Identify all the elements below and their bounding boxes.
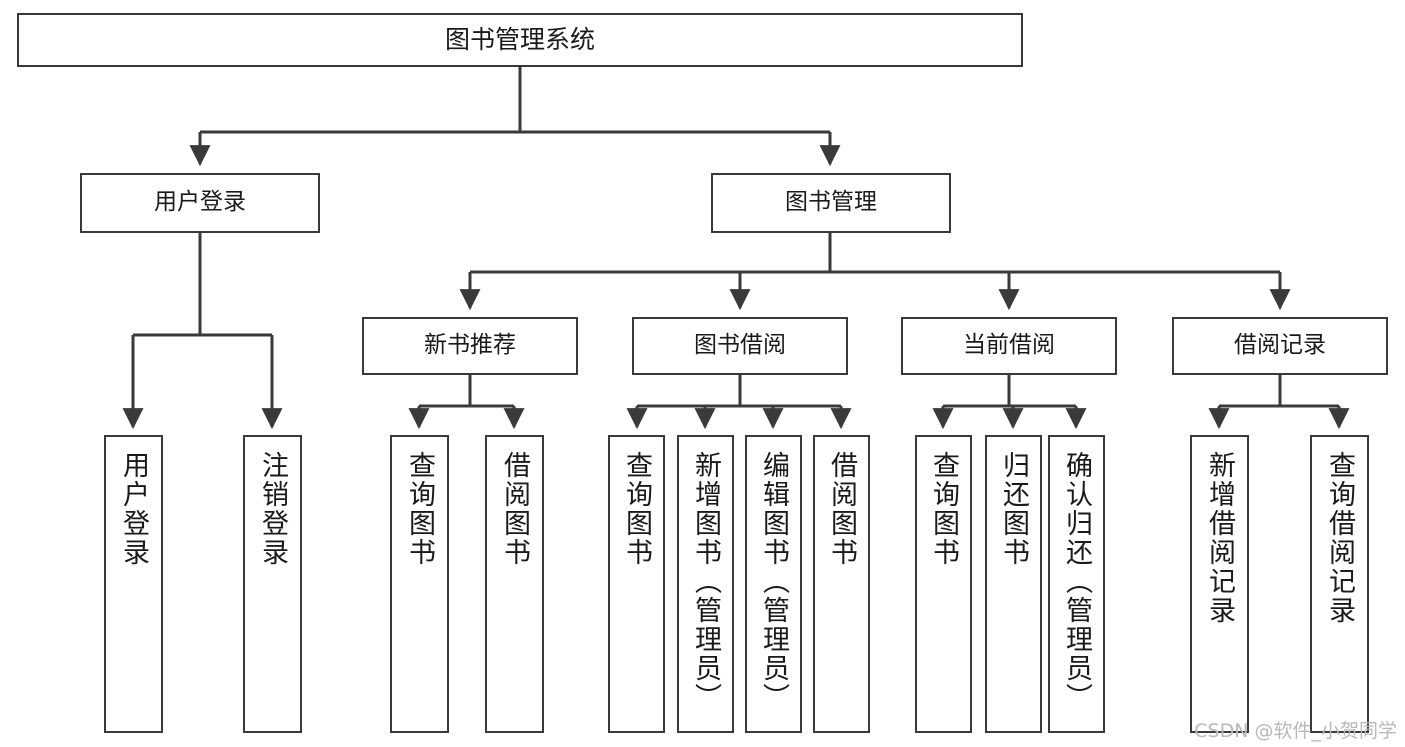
- node-leaf-borrow-book-bor-label: 借阅图书: [826, 451, 857, 567]
- node-leaf-add-record[interactable]: 新增借阅记录: [1190, 435, 1249, 733]
- node-root-label: 图书管理系统: [444, 25, 595, 55]
- node-leaf-confirm-return[interactable]: 确认归还（管理员）: [1048, 435, 1105, 733]
- node-leaf-query-book-bor-label: 查询图书: [621, 451, 652, 567]
- node-leaf-return-book[interactable]: 归还图书: [985, 435, 1042, 733]
- node-leaf-add-record-label: 新增借阅记录: [1204, 451, 1235, 625]
- node-leaf-user-login-label: 用户登录: [118, 451, 149, 567]
- node-leaf-logout-label: 注销登录: [257, 451, 288, 567]
- node-leaf-add-book[interactable]: 新增图书（管理员）: [677, 435, 734, 733]
- node-leaf-add-book-label: 新增图书（管理员）: [690, 451, 721, 712]
- node-leaf-user-login[interactable]: 用户登录: [104, 435, 163, 733]
- node-leaf-logout[interactable]: 注销登录: [243, 435, 302, 733]
- node-leaf-query-book-rec[interactable]: 查询图书: [390, 435, 449, 733]
- node-user-login-label: 用户登录: [154, 189, 246, 216]
- node-leaf-query-book-cur[interactable]: 查询图书: [915, 435, 972, 733]
- node-book-manage-label: 图书管理: [785, 189, 877, 216]
- watermark: CSDN @软件_小贺同学: [1194, 720, 1397, 742]
- node-leaf-query-book-bor[interactable]: 查询图书: [608, 435, 665, 733]
- node-leaf-edit-book-label: 编辑图书（管理员）: [758, 451, 789, 712]
- node-current-borrow-label: 当前借阅: [963, 332, 1055, 359]
- node-leaf-confirm-return-label: 确认归还（管理员）: [1061, 451, 1092, 712]
- node-leaf-query-record[interactable]: 查询借阅记录: [1310, 435, 1369, 733]
- node-book-borrow-label: 图书借阅: [694, 332, 786, 359]
- node-borrow-record[interactable]: 借阅记录: [1172, 317, 1388, 375]
- node-leaf-query-book-cur-label: 查询图书: [928, 451, 959, 567]
- node-leaf-edit-book[interactable]: 编辑图书（管理员）: [745, 435, 802, 733]
- node-leaf-borrow-book-bor[interactable]: 借阅图书: [813, 435, 870, 733]
- node-leaf-query-book-rec-label: 查询图书: [404, 451, 435, 567]
- node-root[interactable]: 图书管理系统: [17, 13, 1023, 67]
- node-borrow-record-label: 借阅记录: [1234, 332, 1326, 359]
- node-user-login[interactable]: 用户登录: [80, 173, 320, 233]
- node-new-book-recommend-label: 新书推荐: [424, 332, 516, 359]
- node-book-manage[interactable]: 图书管理: [711, 173, 951, 233]
- node-leaf-borrow-book-rec[interactable]: 借阅图书: [485, 435, 544, 733]
- node-new-book-recommend[interactable]: 新书推荐: [362, 317, 578, 375]
- node-leaf-borrow-book-rec-label: 借阅图书: [499, 451, 530, 567]
- node-current-borrow[interactable]: 当前借阅: [901, 317, 1117, 375]
- node-leaf-query-record-label: 查询借阅记录: [1324, 451, 1355, 625]
- node-leaf-return-book-label: 归还图书: [998, 451, 1029, 567]
- node-book-borrow[interactable]: 图书借阅: [632, 317, 848, 375]
